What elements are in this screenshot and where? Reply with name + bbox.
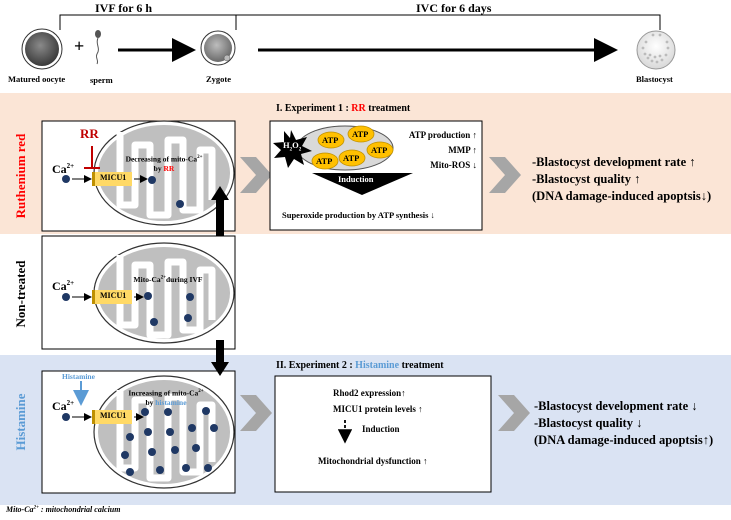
micu1-label-nontreated: MICU1: [100, 291, 127, 300]
ca-ions-histamine: [62, 407, 218, 476]
sperm-icon: [95, 30, 101, 65]
exp2-outcomes: -Blastocyst development rate ↓ -Blastocy…: [534, 399, 714, 447]
atp-label: ATP: [343, 153, 360, 163]
chevron-right-icon: [489, 157, 521, 193]
nontreated-mitochondrion: [93, 242, 235, 344]
exp2-dysfunction: Mitochondrial dysfunction ↑: [318, 456, 428, 466]
oocyte-icon: [21, 28, 63, 70]
micu1-label-rr: MICU1: [100, 173, 127, 182]
atp-label: ATP: [352, 129, 369, 139]
plus-sign: +: [74, 36, 85, 56]
ca-label-rr: Ca2+: [52, 162, 75, 176]
nontreated-side-label: Non-treated: [13, 260, 28, 328]
exp1-title: I. Experiment 1 : RR treatment: [276, 103, 411, 114]
ca-label-histamine: Ca2+: [52, 399, 75, 413]
ca-ions-rr: [62, 175, 184, 208]
atp-label: ATP: [316, 156, 333, 166]
rr-mitochondrion: [93, 120, 235, 226]
h2o2-burst-icon: [273, 130, 312, 168]
h2o2-label: H2O2: [283, 140, 302, 153]
timeline-brackets: [59, 14, 661, 30]
ca-label-nontreated: Ca2+: [52, 279, 75, 293]
nontreated-mito-text: Mito-Ca2+during IVF: [133, 275, 203, 284]
atp-label: ATP: [322, 135, 339, 145]
nontreated-to-rr-arrow: [211, 186, 229, 236]
ivf-label: IVF for 6 h: [95, 1, 152, 15]
atp-label: ATP: [371, 145, 388, 155]
rr-label: RR: [80, 126, 99, 141]
exp1-effects: ATP production ↑ MMP ↑ Mito-ROS ↓: [408, 130, 477, 170]
zygote-icon: [200, 30, 236, 66]
exp2-induction-label: Induction: [362, 424, 400, 434]
chevron-right-icon: [240, 395, 272, 431]
histamine-side-label: Histamine: [13, 393, 28, 451]
ca-ions-nontreated: [62, 292, 194, 326]
micu1-channel-histamine: [92, 410, 132, 424]
ivc-label: IVC for 6 days: [416, 1, 492, 15]
histamine-mitochondrion: [93, 375, 235, 489]
micu1-label-histamine: MICU1: [100, 411, 127, 420]
rr-mito-text: Decreasing of mito-Ca2+ by RR: [125, 154, 203, 173]
exp1-induction-label: Induction: [338, 174, 374, 184]
zygote-label: Zygote: [206, 74, 232, 84]
sperm-label: sperm: [90, 75, 113, 85]
oocyte-label: Matured oocyte: [8, 74, 66, 84]
exp2-title: II. Experiment 2 : Histamine treatment: [276, 360, 444, 371]
nontreated-to-histamine-arrow: [211, 340, 229, 376]
atp-molecules: [311, 125, 394, 170]
exp1-superoxide: Superoxide production by ATP synthesis ↓: [282, 210, 435, 220]
blastocyst-label: Blastocyst: [636, 74, 673, 84]
exp2-box: [274, 375, 492, 493]
micu1-channel-rr: [92, 172, 132, 186]
histamine-mito-text: Increasing of mito-Ca2+ by histamine: [128, 388, 204, 407]
chevron-right-icon: [498, 395, 530, 431]
footnote: Mito-Ca2+ : mitochondrial calcium: [6, 505, 121, 514]
blastocyst-icon: [636, 30, 676, 70]
chevron-right-icon: [240, 157, 272, 193]
rr-inhibition-icon: [84, 146, 100, 169]
exp1-outcomes: -Blastocyst development rate ↑ -Blastocy…: [532, 155, 712, 203]
micu1-channel-nontreated: [92, 290, 132, 304]
exp2-effects: Rhod2 expression↑ MICU1 protein levels ↑: [333, 388, 423, 414]
histamine-cell-label: Histamine: [62, 372, 95, 381]
induction-triangle: [312, 173, 413, 195]
ruthenium-side-label: Ruthenium red: [13, 133, 28, 219]
